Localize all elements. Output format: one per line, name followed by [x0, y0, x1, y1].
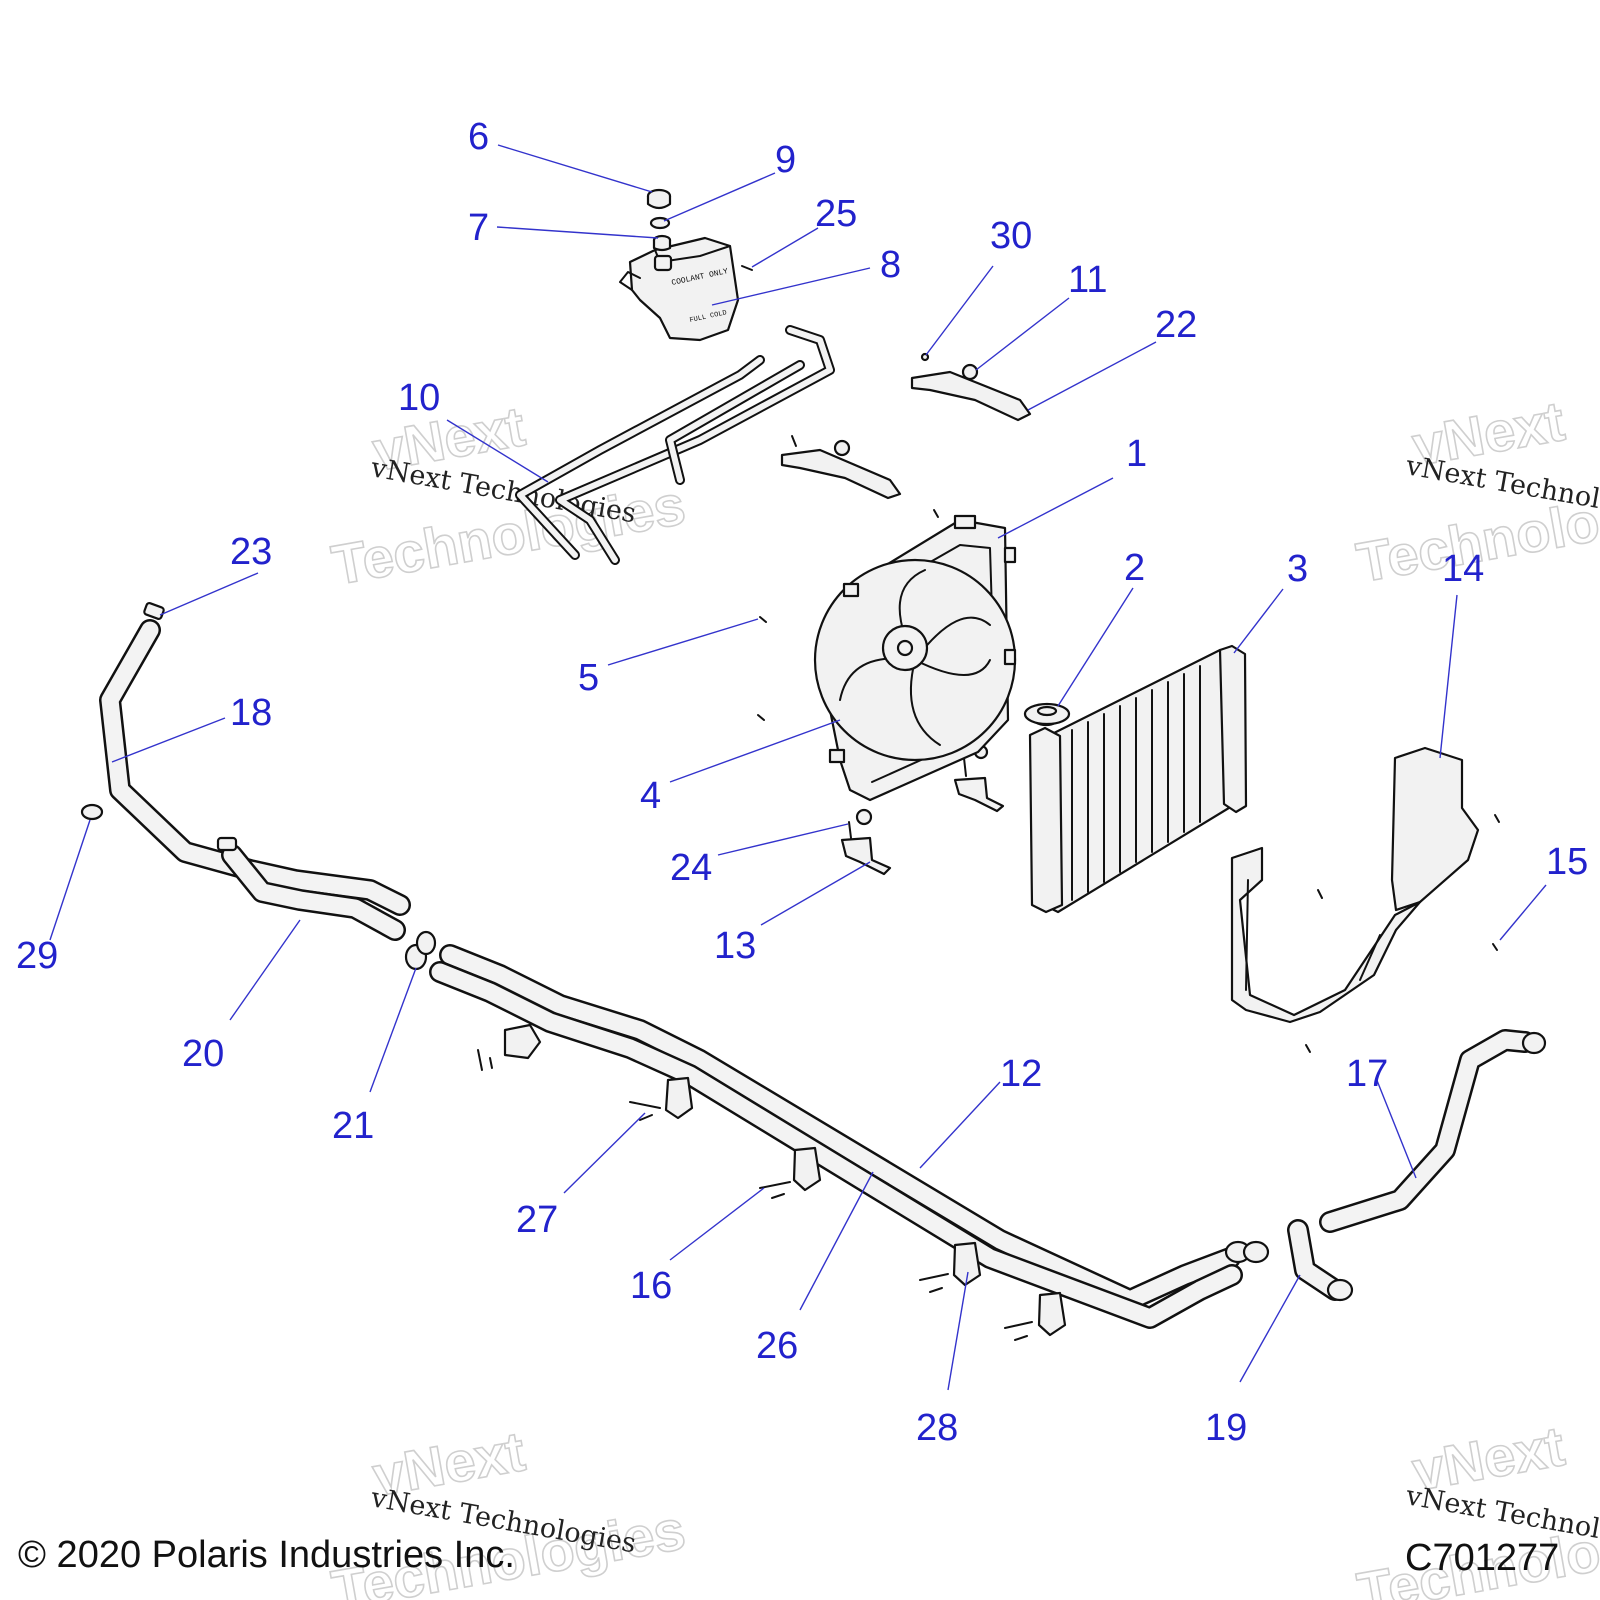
callout-28: 28 — [916, 1407, 958, 1449]
tube-clamp-3 — [759, 1146, 822, 1199]
hose-17 — [1319, 1029, 1536, 1233]
callout-27: 27 — [516, 1199, 558, 1241]
hose-clamp-19 — [1224, 1240, 1354, 1302]
copyright-text: © 2020 Polaris Industries Inc. — [18, 1534, 515, 1576]
reservoir-cap — [646, 188, 672, 210]
fan-shroud — [813, 514, 1017, 802]
callout-7: 7 — [468, 207, 489, 249]
callout-18: 18 — [230, 692, 272, 734]
coolant-tube-26 — [429, 961, 1243, 1329]
shroud-screw-2 — [757, 714, 765, 721]
leader-lines — [49, 144, 1547, 1391]
callout-25: 25 — [815, 193, 857, 235]
diagram-id: C701277 — [1405, 1537, 1559, 1579]
callout-30: 30 — [990, 215, 1032, 257]
hose-clamp-20 — [216, 836, 238, 852]
callout-24: 24 — [670, 847, 712, 889]
callout-3: 3 — [1287, 548, 1308, 590]
callout-14: 14 — [1442, 548, 1484, 590]
shroud-screw-1 — [759, 616, 767, 623]
reservoir-screw — [741, 265, 753, 271]
tube-clamp-1 — [477, 1023, 542, 1071]
callout-16: 16 — [630, 1265, 672, 1307]
callout-22: 22 — [1155, 304, 1197, 346]
hose-20 — [221, 844, 406, 941]
upper-hose-18 — [99, 619, 411, 916]
callout-4: 4 — [640, 775, 661, 817]
coolant-tube-12 — [439, 944, 1241, 1311]
hose-19 — [1287, 1219, 1346, 1301]
tube-clamp-5 — [1004, 1291, 1067, 1341]
callout-2: 2 — [1124, 547, 1145, 589]
upper-bracket-2 — [780, 435, 902, 500]
hose-clamp-23 — [143, 602, 165, 620]
tube-clamp-2 — [629, 1076, 694, 1121]
callout-21: 21 — [332, 1105, 374, 1147]
callout-19: 19 — [1205, 1407, 1247, 1449]
callout-1: 1 — [1126, 433, 1147, 475]
callout-29: 29 — [16, 935, 58, 977]
callout-12: 12 — [1000, 1053, 1042, 1095]
callout-8: 8 — [880, 244, 901, 286]
callout-20: 20 — [182, 1033, 224, 1075]
overflow-hose — [515, 325, 835, 565]
shroud-screw-3 — [933, 509, 939, 518]
hose-clamp-29 — [80, 803, 104, 821]
callout-17: 17 — [1346, 1053, 1388, 1095]
callout-13: 13 — [714, 925, 756, 967]
tube-clamp-4 — [919, 1241, 982, 1293]
callout-9: 9 — [775, 139, 796, 181]
callout-6: 6 — [468, 116, 489, 158]
lower-bracket — [840, 808, 892, 876]
callout-23: 23 — [230, 531, 272, 573]
radiator — [1028, 644, 1248, 914]
hose-clamp-17 — [1521, 1031, 1547, 1055]
hose-clamp-21 — [404, 930, 437, 971]
callout-11: 11 — [1068, 259, 1107, 301]
callout-5: 5 — [578, 657, 599, 699]
coolant-reservoir: COOLANT ONLY FULL COLD — [619, 236, 740, 342]
upper-bracket — [910, 352, 1032, 422]
callout-10: 10 — [398, 377, 440, 419]
radiator-cap — [1023, 702, 1071, 726]
air-deflector — [1230, 746, 1500, 1053]
callout-26: 26 — [756, 1325, 798, 1367]
callout-15: 15 — [1546, 841, 1588, 883]
